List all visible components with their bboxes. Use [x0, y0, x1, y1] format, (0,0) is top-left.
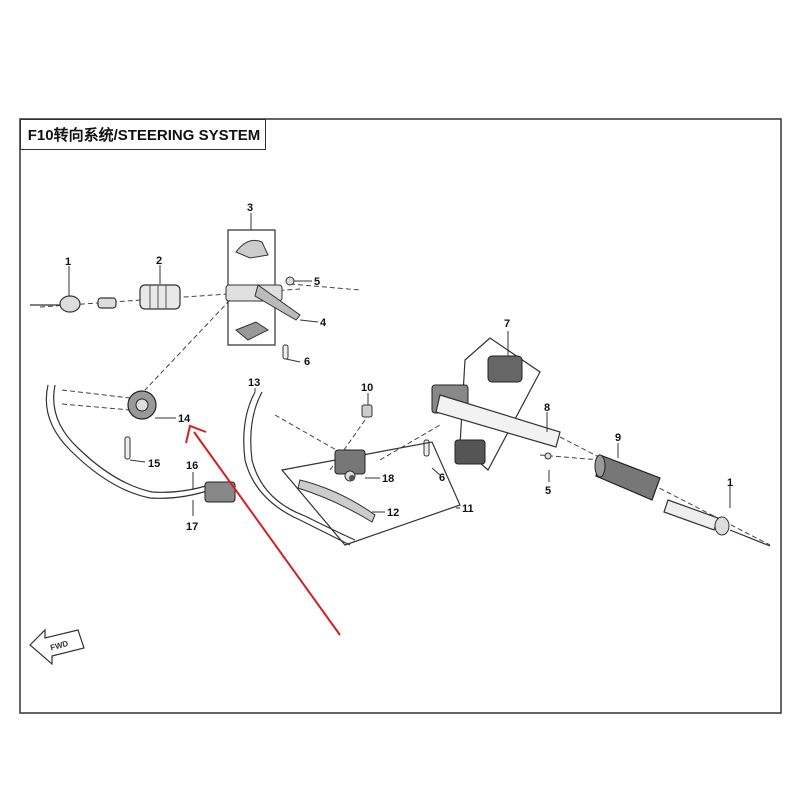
leader-lines [68, 213, 731, 516]
callout-3: 3 [247, 202, 253, 214]
part-16-left-cable [45, 384, 213, 499]
callout-9: 9 [615, 432, 621, 444]
callout-17: 17 [186, 521, 198, 533]
fwd-indicator: FWD [29, 628, 85, 666]
callout-6-right: 6 [439, 472, 445, 484]
callout-16: 16 [186, 460, 198, 472]
page-title: F10转向系统/STEERING SYSTEM [27, 127, 261, 144]
part-14-throttle-body [127, 390, 157, 420]
sheet-border [19, 118, 782, 714]
part-1-bar-end-right [663, 499, 771, 547]
part-10-reservoir-cap [361, 404, 373, 418]
part-15-screw [124, 436, 131, 460]
callout-14: 14 [178, 413, 191, 425]
red-arrow [185, 424, 341, 636]
callout-2: 2 [156, 255, 162, 267]
callout-15: 15 [148, 458, 160, 470]
callout-5-bottom: 5 [545, 485, 551, 497]
title-box: F10转向系统/STEERING SYSTEM [20, 119, 266, 150]
part-3-bracket-group [225, 229, 301, 346]
part-17-left-lever [204, 481, 236, 503]
callout-7: 7 [504, 318, 510, 330]
callout-18: 18 [382, 473, 394, 485]
part-13-cable [243, 391, 356, 546]
part-1-bar-end-left [30, 295, 117, 313]
part-6-screws [282, 344, 430, 457]
callout-1-left: 1 [65, 256, 71, 268]
part-11-brake-lever-group [280, 441, 461, 546]
callout-labels: 1 2 3 4 5 6 7 8 9 10 6 11 12 13 14 15 16… [65, 202, 733, 533]
callout-6-left: 6 [304, 356, 310, 368]
callout-11: 11 [462, 503, 474, 515]
part-2-throttle-housing [139, 284, 181, 310]
part-18-brake-switch [349, 475, 355, 481]
callout-4: 4 [320, 317, 327, 329]
callout-13: 13 [248, 377, 260, 389]
callout-8: 8 [544, 402, 550, 414]
part-8-handlebar [435, 394, 561, 448]
callout-1-right: 1 [727, 477, 733, 489]
callout-5-top: 5 [314, 276, 320, 288]
part-9-grip [594, 454, 661, 501]
callout-12: 12 [387, 507, 399, 519]
callout-10: 10 [361, 382, 373, 394]
